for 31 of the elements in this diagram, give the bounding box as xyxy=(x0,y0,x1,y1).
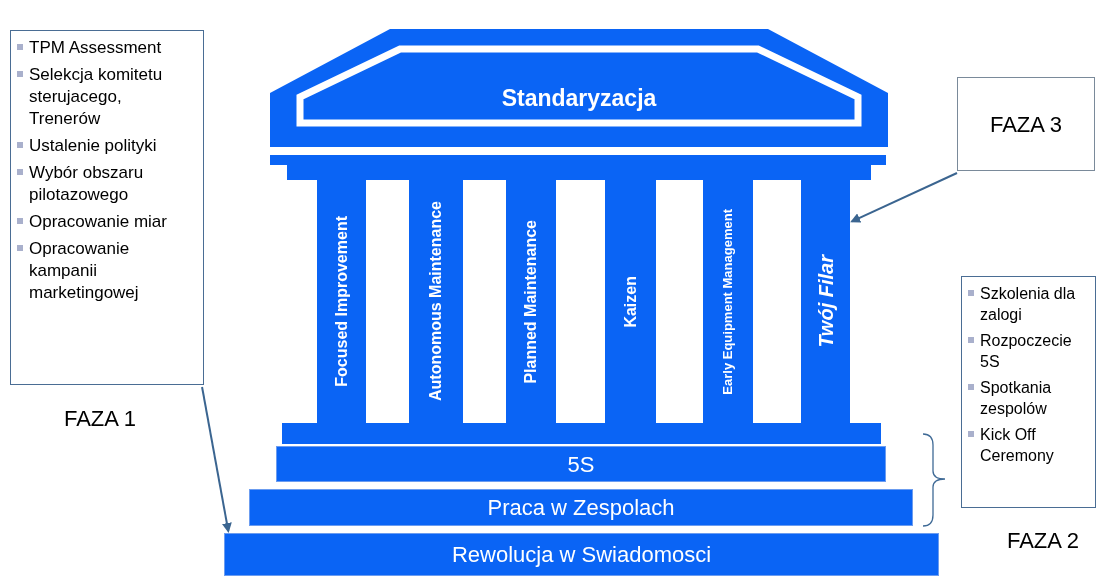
pillar-label: Kaizen xyxy=(620,275,640,328)
list-item: TPM Assessment xyxy=(29,37,162,59)
temple-step xyxy=(224,533,939,576)
pillar-label: Focused Improvement xyxy=(331,216,351,387)
phase-label: FAZA 2 xyxy=(1005,527,1081,555)
arrow xyxy=(850,172,958,223)
arrow xyxy=(201,386,232,533)
step-label: 5S xyxy=(567,450,595,479)
list-item: Ustalenie polityki xyxy=(29,135,157,157)
temple-step xyxy=(249,489,913,526)
list-item: Spotkania zespolów xyxy=(980,378,1053,419)
list-item: Rozpoczecie 5S xyxy=(980,331,1073,372)
pillar-label: Planned Maintenance xyxy=(521,219,540,384)
roof-label: Standaryzacja xyxy=(500,84,658,113)
phase-label: FAZA 3 xyxy=(989,110,1063,139)
list-item: Opracowanie kampanii marketingowej xyxy=(29,238,140,304)
list-item: Kick Off Ceremony xyxy=(980,425,1055,466)
note-box xyxy=(10,30,204,385)
list-item: Wybór obszaru pilotazowego xyxy=(29,162,145,206)
phase-label: FAZA 1 xyxy=(62,405,138,433)
list-item: Opracowanie miar xyxy=(29,211,167,233)
pillar-label: Autonomous Maintenance xyxy=(426,201,445,402)
note-box xyxy=(961,276,1096,508)
list-item: Selekcja komitetu sterujacego, Trenerów xyxy=(29,64,164,130)
phase-box xyxy=(957,77,1095,171)
pillar-label: Twój Filar xyxy=(813,255,838,348)
list-item: Szkolenia dla zalogi xyxy=(980,284,1077,325)
step-label: Rewolucja w Swiadomosci xyxy=(451,541,712,569)
step-label: Praca w Zespolach xyxy=(487,494,675,522)
temple-step xyxy=(276,446,886,482)
pillar-label: Early Equipment Management xyxy=(719,208,737,395)
